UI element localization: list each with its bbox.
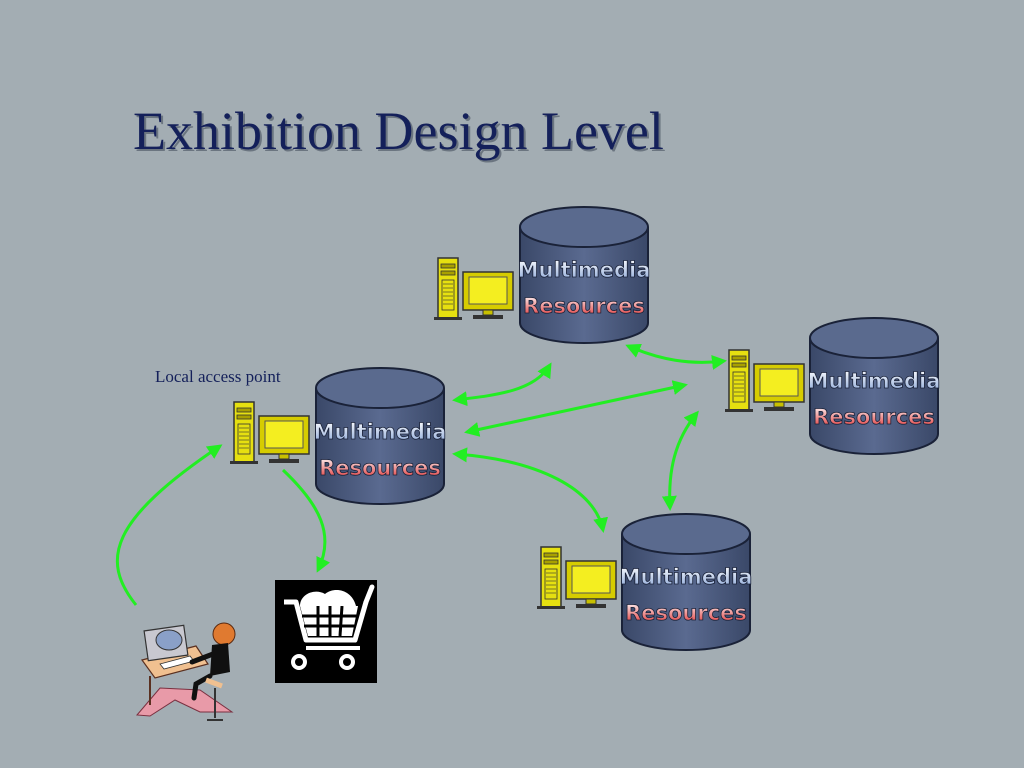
- arrow-local-to-cart: [281, 468, 330, 573]
- arrow-local-to-right: [464, 380, 688, 437]
- computer-icon: [536, 546, 617, 610]
- shopping-cart-icon: [275, 580, 377, 683]
- user-at-desk-icon: [135, 622, 236, 721]
- resource-node-top: Multimedia Resources: [433, 206, 651, 344]
- arrow-right-to-bottom: [661, 410, 699, 511]
- resource-node-right: Multimedia Resources: [724, 317, 941, 455]
- computer-icon: [229, 401, 310, 465]
- resource-line1: Multimedia: [518, 258, 651, 282]
- resource-node-bottom: Multimedia Resources: [536, 513, 753, 651]
- arrow-local-to-bottom: [452, 447, 608, 533]
- resource-line2: Resources: [319, 456, 441, 480]
- resource-line1: Multimedia: [808, 369, 941, 393]
- computer-icon: [433, 257, 514, 321]
- local-access-label: Local access point: [155, 367, 281, 386]
- resource-node-local: Multimedia Resources: [229, 367, 447, 505]
- resource-line1: Multimedia: [314, 420, 447, 444]
- arrow-user-to-local: [115, 444, 223, 606]
- computer-icon: [724, 349, 805, 413]
- resource-line2: Resources: [813, 405, 935, 429]
- slide-title: Exhibition Design Level: [133, 101, 664, 161]
- arrow-local-to-top: [452, 362, 552, 407]
- arrow-top-to-right: [625, 343, 727, 370]
- resource-line2: Resources: [523, 294, 645, 318]
- resource-line2: Resources: [625, 601, 747, 625]
- resource-line1: Multimedia: [620, 565, 753, 589]
